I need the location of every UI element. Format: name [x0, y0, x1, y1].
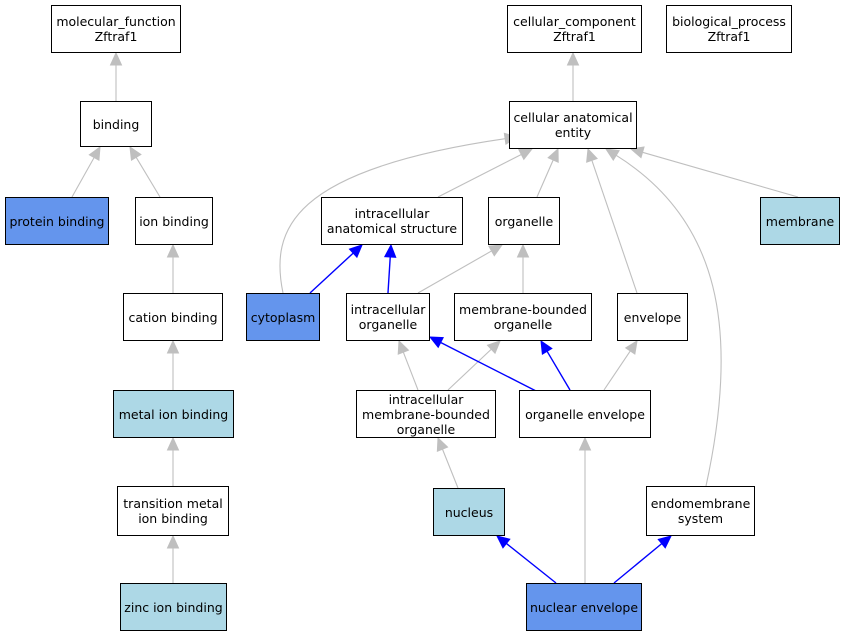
edge-membrane-to-cellular-anatomical-entity [629, 146, 799, 198]
edge-binding-to-molecular-function [109, 51, 123, 101]
edge-line [309, 252, 354, 294]
node-protein-binding[interactable]: protein binding [5, 197, 109, 245]
edge-line [505, 542, 557, 584]
edge-arrowhead [129, 145, 142, 161]
edge-protein-binding-to-binding [71, 145, 101, 198]
node-organelle[interactable]: organelle [488, 197, 560, 245]
node-cation-binding[interactable]: cation binding [123, 293, 223, 341]
edge-nuclear-envelope-to-organelle-envelope [578, 436, 592, 583]
node-binding[interactable]: binding [80, 101, 152, 147]
node-zinc-ion-binding[interactable]: zinc ion binding [120, 583, 227, 631]
edge-arrowhead [540, 339, 553, 355]
edge-intracellular-membrane-bounded-organelle-to-intracellular-organelle [397, 339, 419, 391]
node-envelope[interactable]: envelope [617, 293, 688, 341]
edge-arrowhead [629, 146, 645, 159]
edge-intracellular-organelle-to-organelle [417, 244, 504, 294]
edge-arrowhead [624, 340, 638, 355]
node-intracellular-membrane-bounded-organelle[interactable]: intracellular membrane-bounded organelle [356, 390, 496, 438]
edge-arrowhead [516, 243, 530, 258]
node-cytoplasm[interactable]: cytoplasm [246, 293, 320, 341]
edge-line [591, 160, 638, 294]
edge-arrowhead [518, 148, 534, 161]
node-membrane-bounded-organelle[interactable]: membrane-bounded organelle [454, 293, 592, 341]
edge-arrowhead [166, 436, 180, 451]
edge-line [603, 350, 631, 391]
node-nucleus[interactable]: nucleus [433, 488, 505, 536]
edge-line [441, 448, 459, 489]
node-transition-metal-ion-binding[interactable]: transition metal ion binding [117, 486, 229, 536]
edge-line [279, 138, 506, 294]
node-endomembrane-system[interactable]: endomembrane system [646, 486, 755, 536]
edge-line [417, 250, 492, 294]
edge-arrowhead [88, 145, 101, 161]
node-metal-ion-binding[interactable]: metal ion binding [113, 390, 234, 438]
edge-intracellular-organelle-to-intracellular-anatomical-structure [383, 243, 397, 294]
edge-arrowhead [488, 244, 504, 257]
edge-line [615, 154, 722, 487]
edge-line [546, 350, 571, 391]
edge-arrowhead [566, 51, 580, 66]
edge-line [613, 543, 663, 584]
edge-metal-ion-binding-to-cation-binding [166, 339, 180, 390]
edge-arrowhead [586, 147, 598, 163]
edge-line [642, 151, 799, 198]
edge-line [440, 341, 539, 393]
edge-nuclear-envelope-to-nucleus [496, 535, 557, 584]
edge-intracellular-membrane-bounded-organelle-to-membrane-bounded-organelle [447, 340, 501, 391]
edge-arrowhead [604, 148, 620, 161]
edge-arrowhead [109, 51, 123, 66]
edge-arrowhead [436, 436, 449, 452]
node-nuclear-envelope[interactable]: nuclear envelope [526, 583, 642, 631]
edge-envelope-to-cellular-anatomical-entity [586, 147, 638, 294]
node-intracellular-anatomical-structure[interactable]: intracellular anatomical structure [321, 197, 463, 245]
edge-intracellular-anatomical-structure-to-cellular-anatomical-entity [437, 148, 534, 198]
edge-arrowhead [547, 147, 559, 163]
edge-organelle-envelope-to-intracellular-organelle [428, 336, 539, 393]
edge-arrowhead [166, 339, 180, 354]
edge-cation-binding-to-ion-binding [166, 243, 180, 293]
edge-organelle-envelope-to-envelope [603, 340, 638, 391]
edge-organelle-to-cellular-anatomical-entity [536, 147, 559, 198]
node-ion-binding[interactable]: ion binding [135, 197, 213, 245]
edge-zinc-ion-binding-to-transition-metal-ion-binding [166, 534, 180, 583]
node-biological-process[interactable]: biological_process Zftraf1 [666, 5, 792, 53]
edge-transition-metal-ion-binding-to-metal-ion-binding [166, 436, 180, 486]
edge-endomembrane-system-to-cellular-anatomical-entity [604, 148, 722, 487]
edge-line [536, 159, 554, 198]
edge-arrowhead [486, 340, 501, 355]
edge-cytoplasm-to-intracellular-anatomical-structure [309, 244, 363, 294]
edge-membrane-bounded-organelle-to-organelle [516, 243, 530, 293]
edge-arrowhead [166, 534, 180, 549]
node-molecular-function[interactable]: molecular_function Zftraf1 [51, 5, 181, 53]
edge-line [402, 351, 419, 391]
edge-arrowhead [348, 244, 363, 259]
edge-arrowhead [578, 436, 592, 451]
edge-organelle-envelope-to-membrane-bounded-organelle [540, 339, 571, 391]
edge-cellular-anatomical-entity-to-cellular-component [566, 51, 580, 101]
edge-line [387, 256, 391, 294]
edge-line [135, 157, 161, 198]
edge-ion-binding-to-binding [129, 145, 161, 198]
edge-arrowhead [166, 243, 180, 258]
edge-arrowhead [657, 535, 672, 549]
node-membrane[interactable]: membrane [760, 197, 840, 245]
node-cellular-anatomical-entity[interactable]: cellular anatomical entity [509, 101, 637, 149]
edge-arrowhead [496, 535, 511, 549]
edge-arrowhead [397, 339, 410, 355]
node-organelle-envelope[interactable]: organelle envelope [519, 390, 651, 438]
edge-arrowhead [383, 243, 397, 258]
edge-nucleus-to-intracellular-membrane-bounded-organelle [436, 436, 459, 489]
node-intracellular-organelle[interactable]: intracellular organelle [346, 293, 430, 341]
edge-line [447, 348, 492, 391]
edge-nuclear-envelope-to-endomembrane-system [613, 535, 672, 584]
edge-arrowhead [428, 336, 444, 349]
edge-line [71, 157, 95, 198]
node-cellular-component[interactable]: cellular_component Zftraf1 [507, 5, 642, 53]
edge-line [437, 153, 522, 198]
